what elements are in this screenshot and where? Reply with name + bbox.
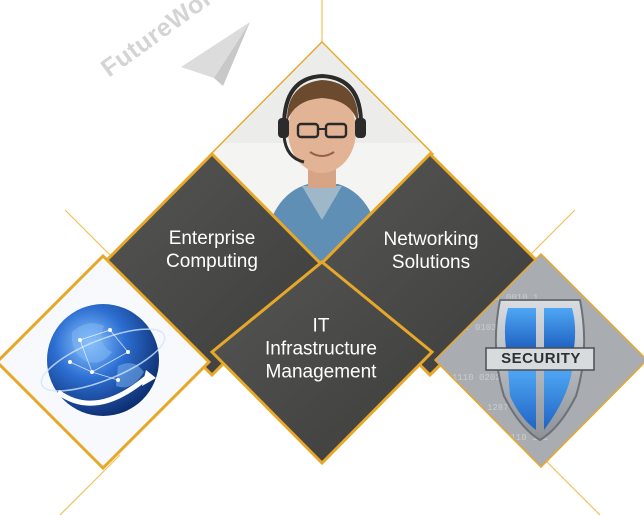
enterprise-computing-label[interactable]: Enterprise Computing xyxy=(166,227,258,273)
infrastructure-line-1: IT xyxy=(312,315,330,337)
enterprise-line-2: Computing xyxy=(166,251,258,272)
networking-solutions-label[interactable]: Networking Solutions xyxy=(383,228,478,274)
globe-network-icon xyxy=(0,253,212,471)
paper-plane-logo-icon xyxy=(181,22,250,86)
svg-text:1110 0202 ABC4: 1110 0202 ABC4 xyxy=(452,373,528,383)
infrastructure-line-2: Infrastructure xyxy=(265,338,377,360)
infrastructure-line-3: Management xyxy=(265,361,377,383)
security-label: SECURITY xyxy=(501,350,581,367)
networking-line-1: Networking xyxy=(383,229,479,250)
it-infrastructure-label[interactable]: IT Infrastructure Management xyxy=(265,315,377,384)
tile-it-infrastructure[interactable] xyxy=(209,260,435,466)
svg-text:A1F2 0103 CA01: A1F2 0103 CA01 xyxy=(448,323,524,333)
svg-text:00AB 1287 ABCD: 00AB 1287 ABCD xyxy=(460,403,536,413)
networking-line-2: Solutions xyxy=(391,252,471,273)
enterprise-line-1: Enterprise xyxy=(168,228,256,249)
